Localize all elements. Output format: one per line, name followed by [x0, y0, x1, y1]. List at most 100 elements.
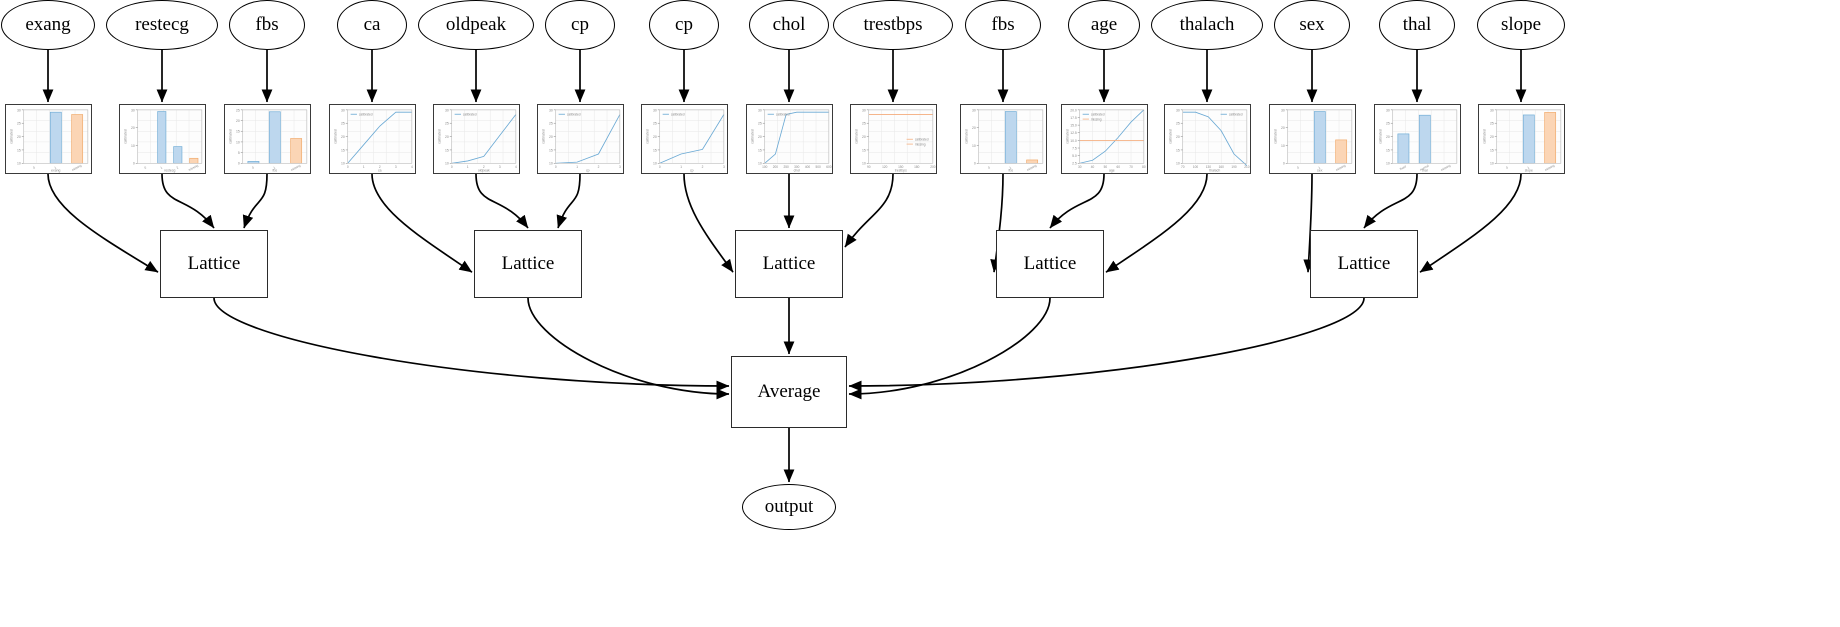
svg-text:15.0: 15.0	[1070, 124, 1077, 128]
input-node-sex-12[interactable]: sex	[1274, 0, 1350, 50]
lattice-node-label: Lattice	[501, 253, 555, 274]
lattice-node-1[interactable]: Lattice	[474, 230, 582, 298]
svg-text:1: 1	[160, 165, 164, 169]
svg-text:30: 30	[862, 108, 866, 112]
svg-text:calibrated: calibrated	[776, 112, 790, 116]
svg-text:10.0: 10.0	[1070, 139, 1077, 143]
input-node-fbs-2[interactable]: fbs	[229, 0, 305, 50]
svg-text:calibrated: calibrated	[1229, 112, 1243, 116]
svg-text:15: 15	[653, 148, 657, 152]
svg-text:400: 400	[805, 165, 810, 169]
lattice-node-0[interactable]: Lattice	[160, 230, 268, 298]
svg-text:3: 3	[619, 165, 621, 169]
svg-text:30: 30	[341, 108, 345, 112]
svg-text:210: 210	[1244, 165, 1249, 169]
input-node-label: fbs	[255, 14, 279, 35]
svg-text:10: 10	[131, 144, 135, 148]
lattice-node-4[interactable]: Lattice	[1310, 230, 1418, 298]
svg-text:10: 10	[1386, 162, 1390, 166]
input-node-label: oldpeak	[445, 14, 507, 35]
svg-text:20: 20	[1176, 135, 1180, 139]
svg-text:25: 25	[758, 122, 762, 126]
input-node-exang-0[interactable]: exang	[1, 0, 95, 50]
svg-text:calibrated: calibrated	[1379, 129, 1383, 144]
svg-text:20: 20	[758, 135, 762, 139]
svg-text:trestbps: trestbps	[895, 169, 907, 173]
average-node[interactable]: Average	[731, 356, 847, 428]
input-node-trestbps-8[interactable]: trestbps	[833, 0, 953, 50]
svg-text:calibrated: calibrated	[463, 112, 477, 116]
input-node-label: slope	[1500, 14, 1542, 35]
svg-text:2: 2	[598, 165, 600, 169]
average-node-label: Average	[757, 381, 821, 402]
svg-text:calibrated: calibrated	[1169, 129, 1173, 144]
svg-text:10: 10	[445, 162, 449, 166]
svg-text:missing: missing	[188, 163, 200, 172]
input-node-ca-3[interactable]: ca	[337, 0, 407, 50]
input-node-cp-5[interactable]: cp	[545, 0, 615, 50]
svg-text:15: 15	[17, 148, 21, 152]
input-node-thal-13[interactable]: thal	[1379, 0, 1455, 50]
svg-text:20: 20	[862, 135, 866, 139]
svg-text:15: 15	[236, 130, 240, 134]
svg-text:calibrated: calibrated	[438, 129, 442, 144]
svg-text:15: 15	[445, 148, 449, 152]
input-node-restecg-1[interactable]: restecg	[106, 0, 218, 50]
input-node-age-10[interactable]: age	[1068, 0, 1140, 50]
lattice-node-2[interactable]: Lattice	[735, 230, 843, 298]
input-node-chol-7[interactable]: chol	[749, 0, 829, 50]
svg-text:190: 190	[1231, 165, 1236, 169]
svg-text:0: 0	[347, 165, 349, 169]
svg-text:20: 20	[17, 135, 21, 139]
svg-text:4: 4	[515, 165, 517, 169]
svg-text:cp: cp	[586, 169, 590, 173]
svg-text:15: 15	[1176, 148, 1180, 152]
svg-text:10: 10	[862, 162, 866, 166]
input-node-oldpeak-4[interactable]: oldpeak	[418, 0, 534, 50]
output-node[interactable]: output	[742, 484, 836, 530]
svg-text:25: 25	[17, 122, 21, 126]
lattice-node-3[interactable]: Lattice	[996, 230, 1104, 298]
svg-text:calibrated: calibrated	[965, 129, 969, 144]
svg-text:3: 3	[395, 165, 397, 169]
svg-text:25: 25	[236, 108, 240, 112]
input-node-cp-6[interactable]: cp	[649, 0, 719, 50]
input-node-label: chol	[772, 14, 806, 35]
svg-text:15: 15	[1386, 148, 1390, 152]
input-node-label: ca	[363, 14, 381, 35]
svg-text:25: 25	[549, 122, 553, 126]
svg-text:calibrated: calibrated	[1483, 129, 1487, 144]
svg-text:0: 0	[659, 165, 661, 169]
svg-text:missing: missing	[1440, 163, 1452, 172]
input-node-fbs-9[interactable]: fbs	[965, 0, 1041, 50]
svg-text:5: 5	[238, 151, 240, 155]
svg-text:thalach: thalach	[1209, 169, 1220, 173]
input-node-slope-14[interactable]: slope	[1477, 0, 1565, 50]
svg-text:calibrated: calibrated	[542, 129, 546, 144]
svg-text:1: 1	[1527, 165, 1531, 169]
svg-text:thal: thal	[1422, 169, 1428, 173]
svg-text:20: 20	[549, 135, 553, 139]
input-node-label: sex	[1299, 14, 1325, 35]
svg-text:1: 1	[273, 165, 277, 169]
svg-text:slope: slope	[1525, 169, 1533, 173]
input-node-thalach-11[interactable]: thalach	[1151, 0, 1263, 50]
svg-text:12.5: 12.5	[1070, 131, 1077, 135]
svg-text:600: 600	[826, 165, 831, 169]
